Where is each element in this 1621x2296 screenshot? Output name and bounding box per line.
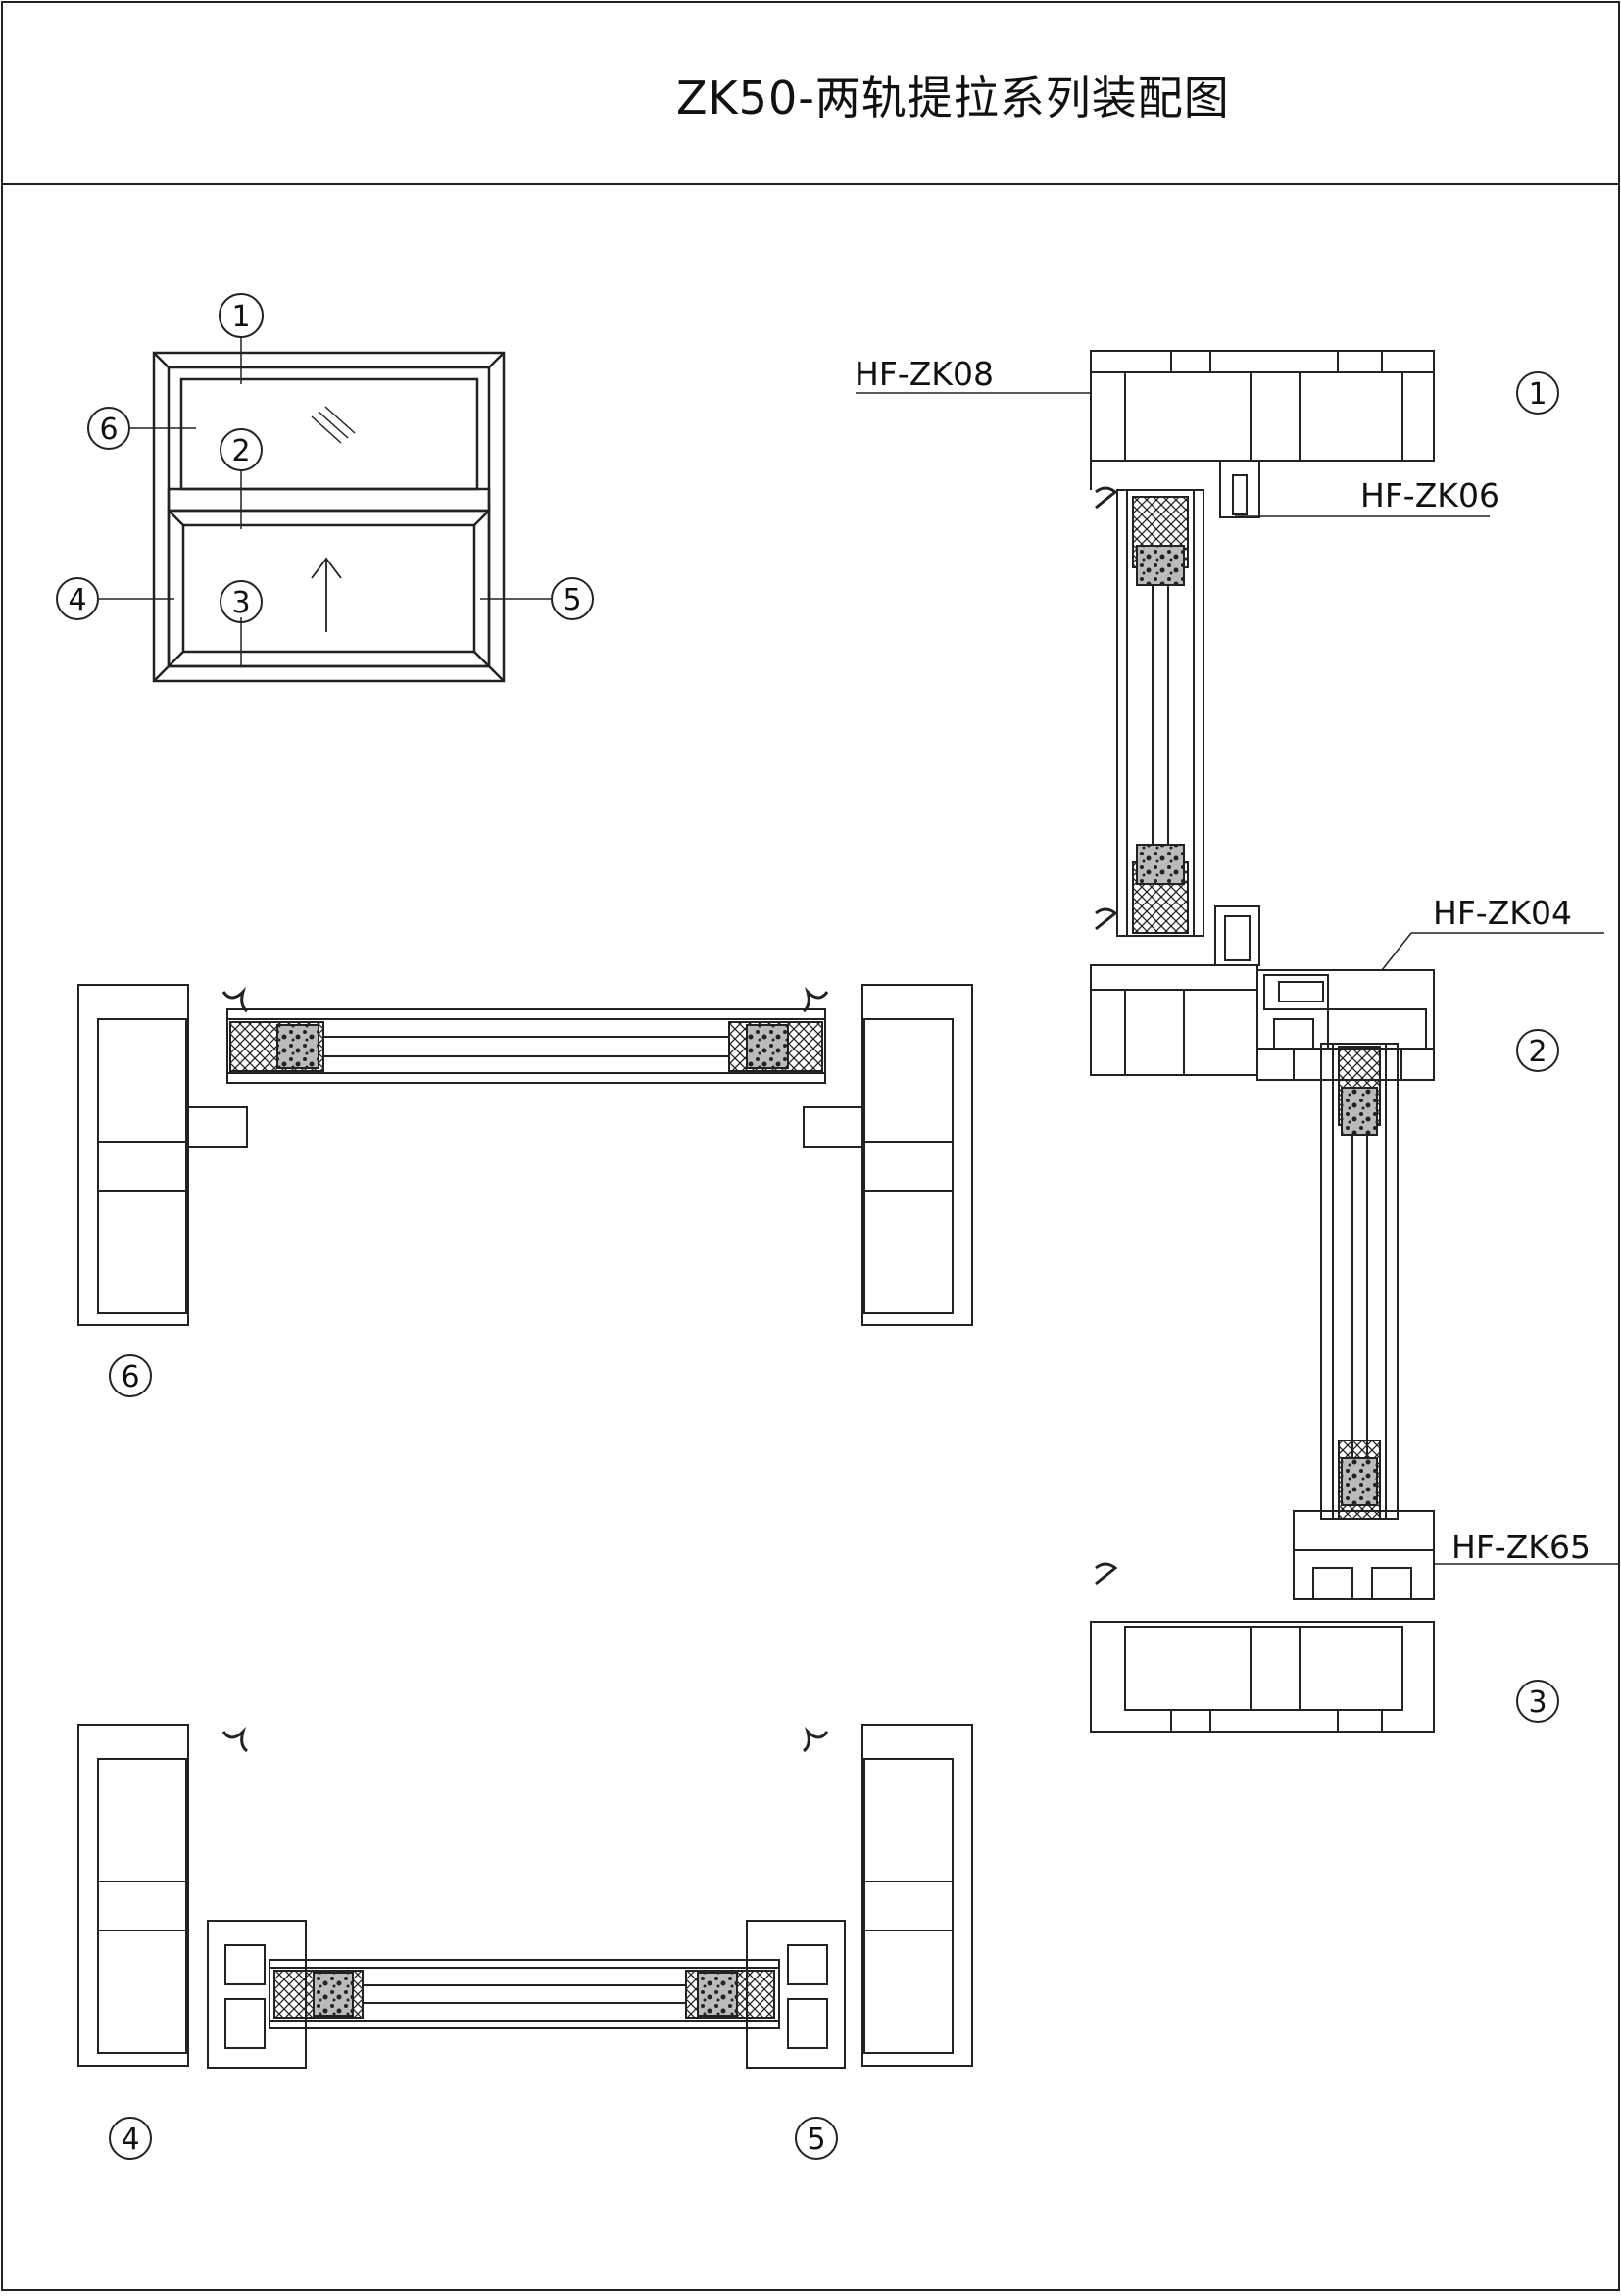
marker-2: 2 xyxy=(220,428,263,471)
profile-label-zk06: HF-ZK06 xyxy=(1360,476,1499,514)
vertical-section xyxy=(856,350,1619,1733)
horizontal-section-6 xyxy=(77,984,973,1326)
profile-labels: HF-ZK08 HF-ZK06 HF-ZK04 HF-ZK65 xyxy=(855,355,1591,1566)
section-1-label: 1 xyxy=(1528,377,1547,412)
marker-2-label: 2 xyxy=(231,434,250,468)
section-1-marker: 1 xyxy=(1516,371,1559,415)
lower-sash-section xyxy=(1320,1043,1399,1520)
marker-5: 5 xyxy=(551,577,594,620)
section-5-label: 5 xyxy=(807,2123,825,2157)
section-6-marker: 6 xyxy=(109,1354,152,1397)
profile-label-zk08: HF-ZK08 xyxy=(855,355,994,393)
section-4-label: 4 xyxy=(121,2123,139,2157)
profile-label-zk04: HF-ZK04 xyxy=(1433,894,1572,932)
marker-6: 6 xyxy=(87,407,130,450)
section-4-marker: 4 xyxy=(109,2117,152,2160)
section-2-marker: 2 xyxy=(1516,1029,1559,1072)
window-elevation xyxy=(99,337,551,683)
marker-3-label: 3 xyxy=(231,586,250,620)
marker-1-label: 1 xyxy=(231,300,250,334)
overview-markers: 1 2 3 4 5 6 xyxy=(56,293,594,623)
sill-frame-profile xyxy=(1090,1510,1435,1733)
section-3-label: 3 xyxy=(1528,1685,1547,1720)
marker-1: 1 xyxy=(219,293,264,338)
upper-sash-section xyxy=(1095,486,1260,966)
section-5-marker: 5 xyxy=(795,2117,838,2160)
section-2-label: 2 xyxy=(1528,1035,1547,1069)
section-6-label: 6 xyxy=(121,1360,139,1394)
marker-4-label: 4 xyxy=(68,583,86,617)
profile-label-zk65: HF-ZK65 xyxy=(1451,1528,1591,1566)
marker-3: 3 xyxy=(220,580,263,623)
marker-4: 4 xyxy=(56,577,99,620)
marker-5-label: 5 xyxy=(563,583,581,617)
drawing-title: ZK50-两轨提拉系列装配图 xyxy=(676,72,1230,124)
section-3-marker: 3 xyxy=(1516,1680,1559,1723)
head-frame-profile xyxy=(1090,350,1435,518)
horizontal-section-4-5 xyxy=(77,1724,973,2069)
meeting-rail-section xyxy=(1090,964,1435,1081)
marker-6-label: 6 xyxy=(99,413,118,447)
